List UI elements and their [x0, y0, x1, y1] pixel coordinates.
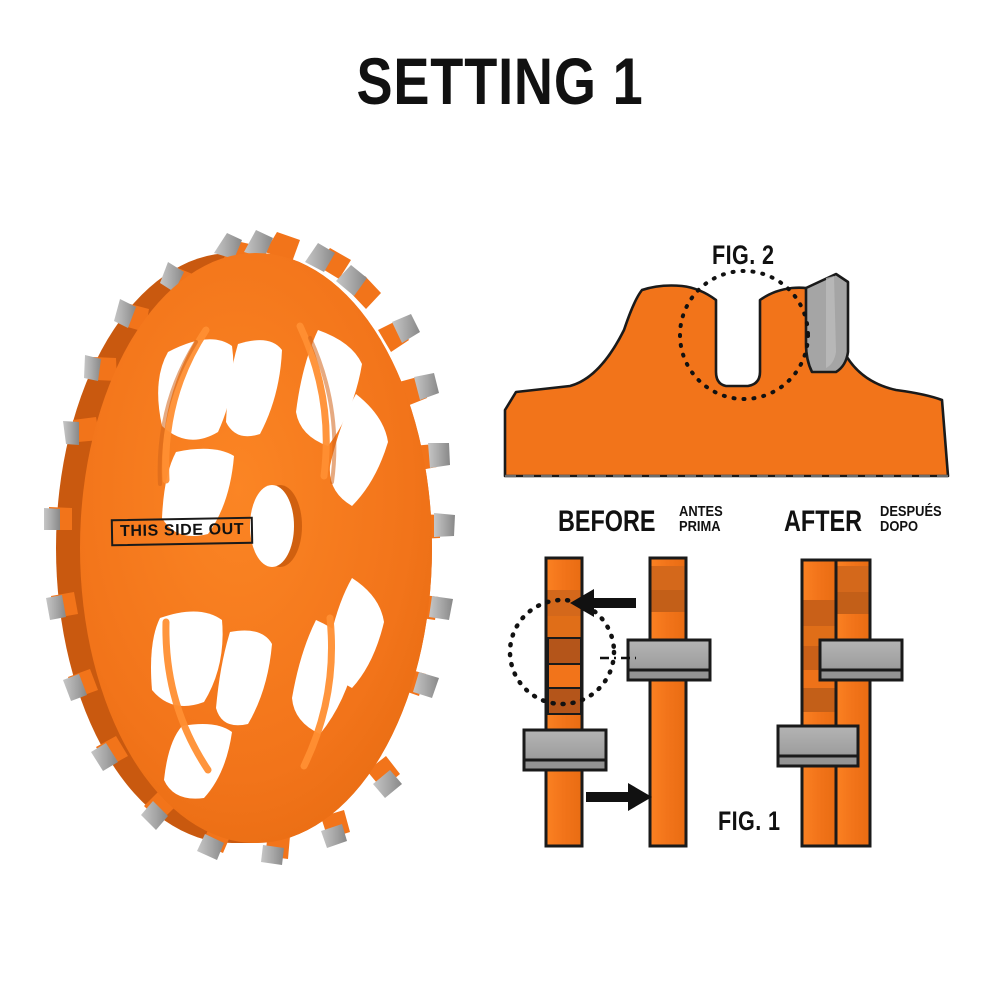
after-sub-label: DESPUÉS DOPO [880, 504, 942, 537]
after-upper-collar [818, 638, 904, 682]
after-strap-pair [776, 558, 904, 848]
blade-center-bore [250, 485, 302, 567]
blade-body [44, 230, 455, 865]
arrow-left-icon [570, 589, 636, 617]
after-main-label: AFTER [784, 504, 862, 538]
before-main-label: BEFORE [558, 504, 656, 538]
before-right-collar [626, 638, 712, 682]
page-title: SETTING 1 [356, 44, 644, 118]
fig1-detail-circle [507, 597, 617, 707]
blade-spoke-cutouts [151, 322, 388, 799]
before-heading: BEFORE ANTES PRIMA [558, 504, 730, 537]
before-sub-label: ANTES PRIMA [679, 504, 723, 537]
after-sub-line1: DESPUÉS [880, 503, 942, 520]
before-left-collar [522, 728, 608, 772]
fig2-label: FIG. 2 [712, 240, 775, 270]
before-strap-right [626, 556, 712, 848]
arrow-right-icon [586, 783, 652, 811]
after-sub-line2: DOPO [880, 518, 919, 536]
after-lower-collar [776, 724, 860, 768]
before-sub-line2: PRIMA [679, 518, 721, 536]
fig2-detail-circle [678, 269, 810, 401]
fig2-carbide-tooth [804, 272, 850, 374]
after-heading: AFTER DESPUÉS DOPO [784, 504, 952, 537]
fig1-label: FIG. 1 [718, 806, 781, 836]
before-sub-line1: ANTES [679, 503, 723, 520]
